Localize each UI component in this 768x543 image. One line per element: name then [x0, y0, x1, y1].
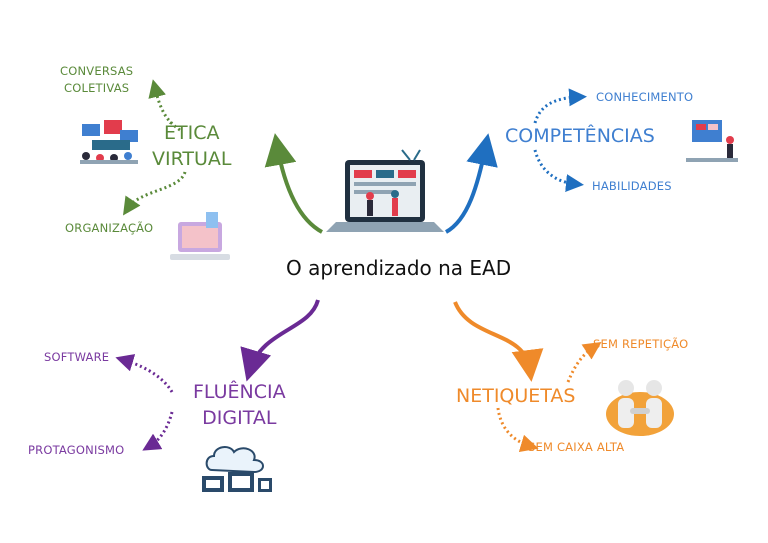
team-meeting-icon — [80, 120, 138, 164]
branch-fluencia: FLUÊNCIA DIGITAL — [193, 380, 286, 431]
arrow-to-netiquetas — [453, 301, 544, 382]
branch-etica-line2: VIRTUAL — [152, 147, 232, 170]
presentation-board-icon — [686, 120, 738, 162]
branch-competencias: COMPETÊNCIAS — [505, 125, 655, 147]
leaf-habilidades: HABILIDADES — [592, 179, 672, 193]
handshake-icon — [606, 380, 674, 436]
arrow-to-fluencia — [240, 299, 320, 382]
center-title: O aprendizado na EAD — [286, 256, 512, 280]
branch-etica-line1: ÉTICA — [164, 122, 220, 144]
branch-fluencia-line2: DIGITAL — [202, 406, 277, 429]
leaf-sem-repeticao: SEM REPETIÇÃO — [593, 337, 689, 351]
branch-etica: ÉTICA VIRTUAL — [152, 121, 232, 172]
leaf-conhecimento: CONHECIMENTO — [596, 90, 694, 104]
arrow-to-etica — [264, 133, 324, 234]
cloud-devices-icon — [202, 446, 272, 492]
leaf-coletivas: COLETIVAS — [64, 80, 130, 95]
leaf-sem-caixa-alta: SEM CAIXA ALTA — [528, 440, 625, 454]
leaf-conversas: CONVERSAS — [60, 64, 134, 78]
desktop-workspace-icon — [170, 212, 230, 260]
laptop-team-icon — [326, 149, 444, 232]
leaf-protagonismo: PROTAGONISMO — [28, 443, 125, 457]
arrow-to-competencias — [444, 133, 498, 234]
leaf-conversas-coletivas: CONVERSAS COLETIVAS — [60, 63, 133, 96]
branch-fluencia-line1: FLUÊNCIA — [193, 381, 286, 403]
branch-netiquetas: NETIQUETAS — [456, 385, 576, 407]
leaf-organizacao: ORGANIZAÇÃO — [65, 221, 154, 235]
leaf-software: SOFTWARE — [44, 350, 110, 364]
